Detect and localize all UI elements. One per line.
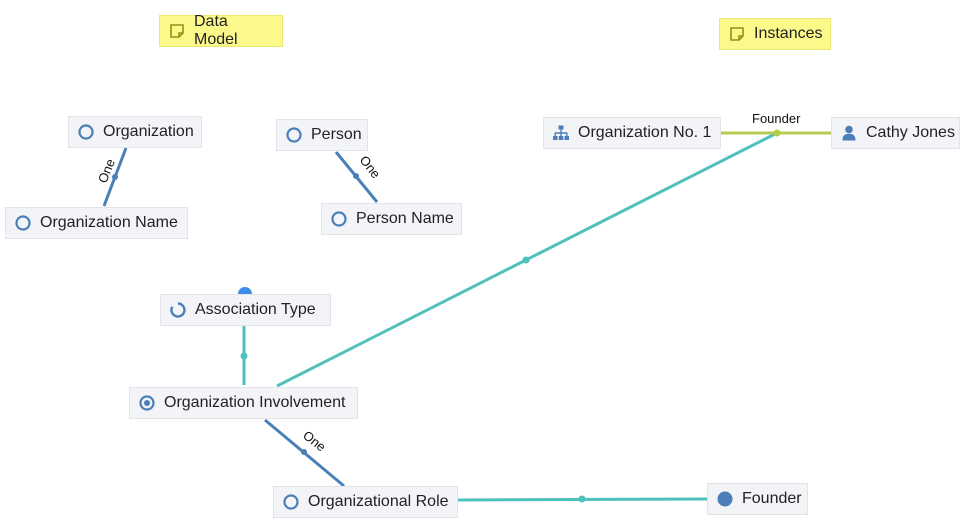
target-circle-icon bbox=[138, 394, 156, 412]
note-label: Instances bbox=[754, 25, 823, 42]
circle-icon bbox=[282, 493, 300, 511]
org-chart-icon bbox=[552, 124, 570, 142]
node-organization-name[interactable]: Organization Name bbox=[5, 207, 188, 239]
node-founder[interactable]: Founder bbox=[707, 483, 808, 515]
node-organization[interactable]: Organization bbox=[68, 116, 202, 148]
node-person[interactable]: Person bbox=[276, 119, 368, 151]
edge-midpoint bbox=[353, 173, 359, 179]
node-association-type[interactable]: Association Type bbox=[160, 294, 331, 326]
node-person-name[interactable]: Person Name bbox=[321, 203, 462, 235]
note-label: Data Model bbox=[194, 13, 238, 48]
node-organization-involvement[interactable]: Organization Involvement bbox=[129, 387, 358, 419]
sticky-note-icon bbox=[168, 22, 186, 40]
refresh-circle-icon bbox=[169, 301, 187, 319]
node-organization-no-1[interactable]: Organization No. 1 bbox=[543, 117, 721, 149]
note-data-model[interactable]: Data Model bbox=[159, 13, 283, 48]
node-organizational-role[interactable]: Organizational Role bbox=[273, 486, 458, 518]
edge-midpoint bbox=[522, 256, 530, 264]
node-cathy-jones[interactable]: Cathy Jones bbox=[831, 117, 960, 149]
node-label: Organization Involvement bbox=[164, 394, 346, 411]
node-label: Founder bbox=[742, 490, 802, 507]
node-label: Organization bbox=[103, 123, 194, 140]
edge-label-founder: Founder bbox=[752, 111, 801, 126]
note-instances[interactable]: Instances bbox=[719, 18, 831, 50]
circle-icon bbox=[330, 210, 348, 228]
circle-icon bbox=[14, 214, 32, 232]
filled-circle-icon bbox=[716, 490, 734, 508]
node-label: Person Name bbox=[356, 210, 454, 227]
node-label: Organization Name bbox=[40, 214, 178, 231]
node-label: Organization No. 1 bbox=[578, 124, 712, 141]
node-label: Cathy Jones bbox=[866, 124, 955, 141]
person-icon bbox=[840, 124, 858, 142]
node-label: Organizational Role bbox=[308, 493, 449, 510]
edge-midpoint bbox=[112, 174, 118, 180]
edge-midpoint bbox=[773, 129, 781, 137]
circle-icon bbox=[77, 123, 95, 141]
edge-midpoint bbox=[301, 449, 307, 455]
node-label: Association Type bbox=[195, 301, 316, 318]
circle-icon bbox=[285, 126, 303, 144]
sticky-note-icon bbox=[728, 25, 746, 43]
node-label: Person bbox=[311, 126, 362, 143]
edge-midpoint bbox=[240, 352, 248, 360]
edge-label-one: One bbox=[357, 153, 384, 182]
edge-midpoint bbox=[578, 495, 586, 503]
